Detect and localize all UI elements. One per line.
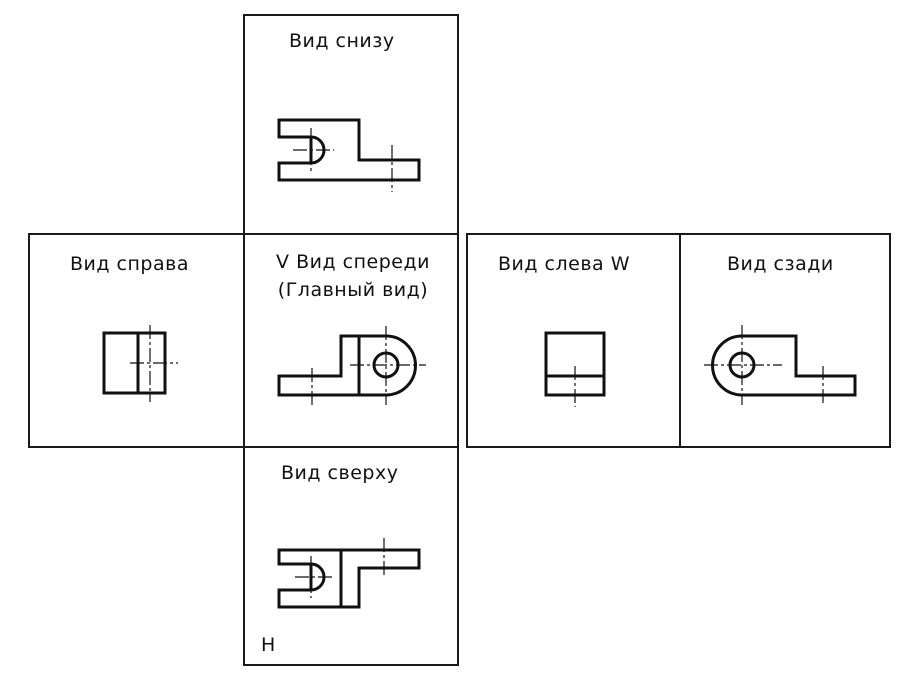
view-front-panel: V Вид спереди (Главный вид) — [243, 233, 459, 448]
view-right-label: Вид справа — [70, 253, 189, 275]
left-view-shape — [544, 331, 606, 407]
view-top-label: Вид сверху — [281, 462, 399, 484]
view-front-label-line1: V Вид спереди — [276, 251, 430, 273]
front-view-shape — [277, 326, 426, 406]
view-right-panel: Вид справа — [28, 233, 245, 448]
view-top-plane-label: H — [261, 634, 276, 656]
view-left-label: Вид слева W — [498, 253, 631, 275]
bottom-view-shape — [277, 118, 421, 192]
view-rear-panel: Вид сзади — [679, 233, 891, 448]
view-bottom-label: Вид снизу — [289, 30, 395, 52]
rear-view-shape — [704, 325, 857, 406]
view-rear-label: Вид сзади — [727, 253, 834, 275]
top-view-shape — [277, 538, 421, 609]
view-front-label-line2: (Главный вид) — [277, 279, 429, 301]
right-view-shape — [102, 325, 178, 402]
view-left-panel: Вид слева W — [466, 233, 681, 448]
